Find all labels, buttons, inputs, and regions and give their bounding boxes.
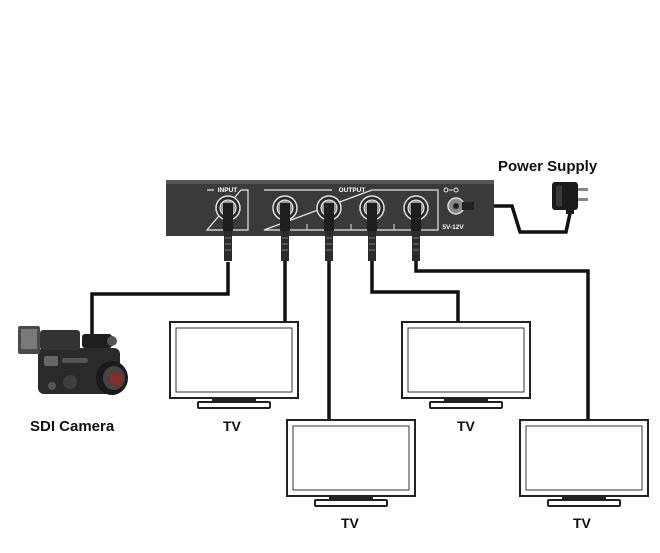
tv-label-3: TV [457,418,475,434]
dc-symbol [443,187,459,193]
cables [90,203,590,422]
cable-output-3 [370,258,460,324]
dc-plug [462,202,474,210]
splitter-face-highlight [166,180,494,184]
sdi-camera [18,326,128,395]
tv-screen-3 [401,321,531,409]
tv-screens [169,321,649,507]
camera-label: SDI Camera [30,418,115,435]
bnc-connectors [215,195,429,261]
output-frame [263,189,439,231]
output-label: OUTPUT [339,187,366,194]
power-supply-label: Power Supply [498,158,598,175]
power-adapter [552,182,588,214]
tv-label-2: TV [341,515,359,531]
input-frame [205,189,249,231]
tv-screen-4 [519,419,649,507]
input-label: INPUT [218,187,238,194]
cable-output-4 [414,258,590,422]
bnc-output-2 [316,195,342,261]
tv-label-1: TV [223,418,241,434]
bnc-output-4 [403,195,429,261]
tv-screen-2 [286,419,416,507]
bnc-output-1 [272,195,298,261]
cable-camera-input [90,262,230,336]
bnc-input [215,195,241,261]
voltage-label: 5V-12V [442,224,464,231]
bnc-output-3 [359,195,385,261]
tv-screen-1 [169,321,299,409]
cable-power [470,203,574,234]
tv-label-4: TV [573,515,591,531]
